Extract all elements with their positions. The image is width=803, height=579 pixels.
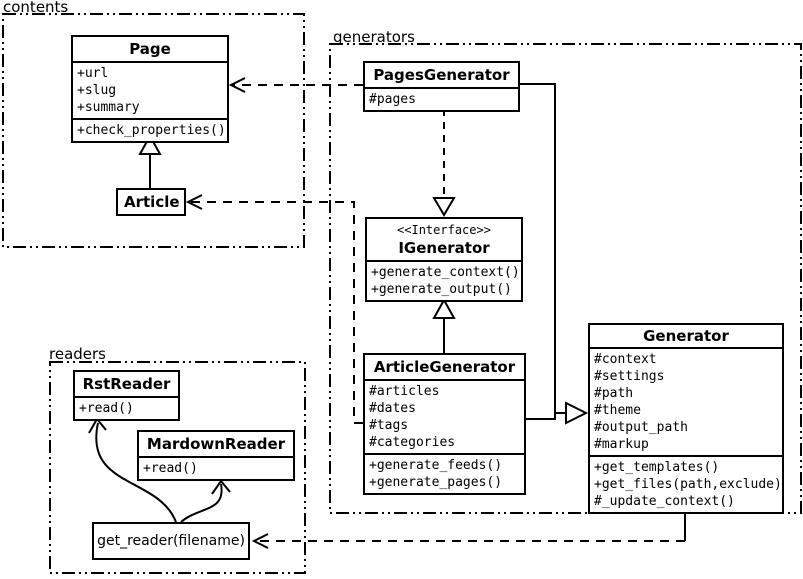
class-page-methods: +check_properties() xyxy=(73,118,227,141)
class-igenerator-stereotype: <<Interface>> xyxy=(397,223,491,237)
articlegenerator-to-article-arrowhead xyxy=(185,194,203,210)
attribute-row: #output_path xyxy=(594,420,688,435)
contents-package-label: contents xyxy=(3,0,69,16)
class-igenerator: <<Interface>> IGenerator +generate_conte… xyxy=(365,217,523,302)
class-generator-title: Generator xyxy=(643,327,729,345)
class-rstreader-methods: +read() xyxy=(75,396,178,419)
attribute-row: #theme xyxy=(594,403,641,418)
generator-to-getreader-arrowhead xyxy=(251,533,269,549)
class-generator-attributes: #context #settings #path #theme #output_… xyxy=(590,347,782,455)
class-articlegenerator-methods: +generate_feeds() +generate_pages() xyxy=(365,453,524,493)
method-row: +read() xyxy=(79,401,134,416)
attribute-row: #settings xyxy=(594,369,665,384)
class-page-attributes: +url +slug +summary xyxy=(73,61,227,118)
class-articlegenerator-title: ArticleGenerator xyxy=(373,358,516,376)
method-row: +generate_pages() xyxy=(369,475,503,490)
class-generator: Generator #context #settings #path #them… xyxy=(588,323,784,514)
attribute-row: +url xyxy=(77,66,109,81)
class-pagesgenerator-title: PagesGenerator xyxy=(373,66,510,84)
attribute-row: +summary xyxy=(77,100,140,115)
class-pagesgenerator: PagesGenerator #pages xyxy=(363,61,520,112)
get-reader-box: get_reader(filename) xyxy=(92,522,250,560)
class-page-title: Page xyxy=(129,40,171,58)
class-generator-methods: +get_templates() +get_files(path,exclude… xyxy=(590,455,782,512)
class-mardownreader-title: MardownReader xyxy=(146,435,286,453)
pagesgenerator-to-igenerator-realization-triangle xyxy=(432,197,456,217)
getreader-to-mardownreader-arrow-line xyxy=(180,483,223,523)
articlegenerator-to-igenerator-generalization-triangle xyxy=(432,297,456,319)
class-page: Page +url +slug +summary +check_properti… xyxy=(71,35,229,143)
attribute-row: #markup xyxy=(594,437,649,452)
method-row: +generate_context() xyxy=(371,265,520,280)
articlegenerator-to-article-dependency-line xyxy=(190,201,363,424)
method-row: +get_files(path,exclude) xyxy=(594,477,782,492)
method-row: +read() xyxy=(143,461,198,476)
attribute-row: #context xyxy=(594,352,657,367)
contents-package-border xyxy=(2,13,305,248)
readers-package-label: readers xyxy=(49,345,106,363)
class-mardownreader: MardownReader +read() xyxy=(137,430,295,481)
pagesgenerator-to-generator-generalization-line xyxy=(519,83,566,414)
class-article: Article xyxy=(116,188,186,216)
method-row: +check_properties() xyxy=(77,123,226,138)
attribute-row: #path xyxy=(594,386,634,401)
attribute-row: #categories xyxy=(369,435,456,450)
readers-package-border xyxy=(49,361,306,574)
pagesgenerator-to-page-arrowhead xyxy=(228,77,246,93)
class-pagesgenerator-attributes: #pages xyxy=(365,87,518,110)
method-row: #_update_context() xyxy=(594,494,735,509)
class-mardownreader-methods: +read() xyxy=(139,456,293,479)
attribute-row: #dates xyxy=(369,401,416,416)
generators-package-border xyxy=(329,43,802,514)
articlegenerator-to-generator-generalization-line xyxy=(526,413,556,420)
article-to-page-generalization-triangle xyxy=(138,133,162,155)
method-row: +generate_feeds() xyxy=(369,458,503,473)
attribute-row: #tags xyxy=(369,418,409,433)
method-row: +get_templates() xyxy=(594,460,720,475)
generators-package-label: generators xyxy=(333,28,415,46)
getreader-to-rstreader-arrow-line xyxy=(95,422,177,523)
getreader-to-mardownreader-arrowhead xyxy=(211,479,231,495)
attribute-row: #articles xyxy=(369,384,440,399)
class-articlegenerator-attributes: #articles #dates #tags #categories xyxy=(365,379,524,453)
class-rstreader: RstReader +read() xyxy=(73,370,180,421)
class-articlegenerator: ArticleGenerator #articles #dates #tags … xyxy=(363,353,526,495)
method-row: +generate_output() xyxy=(371,282,512,297)
class-igenerator-methods: +generate_context() +generate_output() xyxy=(367,260,521,300)
attribute-row: +slug xyxy=(77,83,117,98)
class-igenerator-title: IGenerator xyxy=(398,239,490,257)
class-article-title: Article xyxy=(124,193,180,211)
attribute-row: #pages xyxy=(369,92,416,107)
generator-generalization-triangle xyxy=(565,401,589,425)
class-rstreader-title: RstReader xyxy=(82,375,171,393)
